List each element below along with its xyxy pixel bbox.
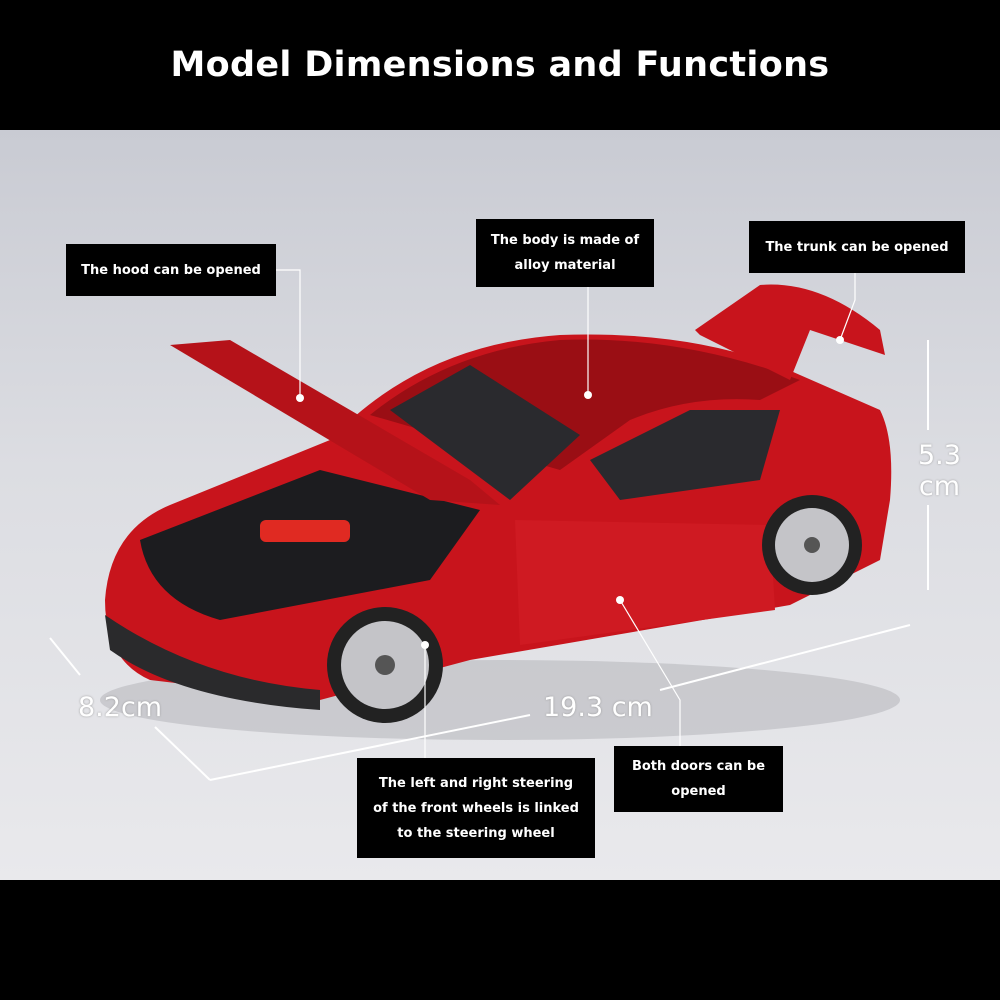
label-doors-line2: opened [671,784,726,799]
label-body-line1: The body is made of [490,233,640,248]
label-steering: The left and right steering of the front … [357,758,595,858]
length-dimension: 19.3 cm [543,692,653,723]
label-hood: The hood can be opened [66,244,276,296]
label-doors: Both doors can be opened [614,746,783,812]
label-body-line2: alloy material [514,258,616,273]
label-doors-line1: Both doors can be [631,759,766,774]
height-value: 5.3 [918,440,961,471]
label-steering-line1: The left and right steering [378,775,574,791]
width-dimension: 8.2cm [78,692,163,723]
label-body: The body is made of alloy material [476,219,654,287]
label-hood-text: The hood can be opened [81,262,261,278]
label-steering-line3: to the steering wheel [397,825,555,841]
label-trunk: The trunk can be opened [749,221,965,273]
page-title: Model Dimensions and Functions [170,45,830,85]
height-unit: cm [918,471,961,502]
label-steering-line2: of the front wheels is linked [373,800,579,816]
footer-band [0,880,1000,1000]
header-band: Model Dimensions and Functions [0,0,1000,130]
label-trunk-text: The trunk can be opened [765,239,949,255]
